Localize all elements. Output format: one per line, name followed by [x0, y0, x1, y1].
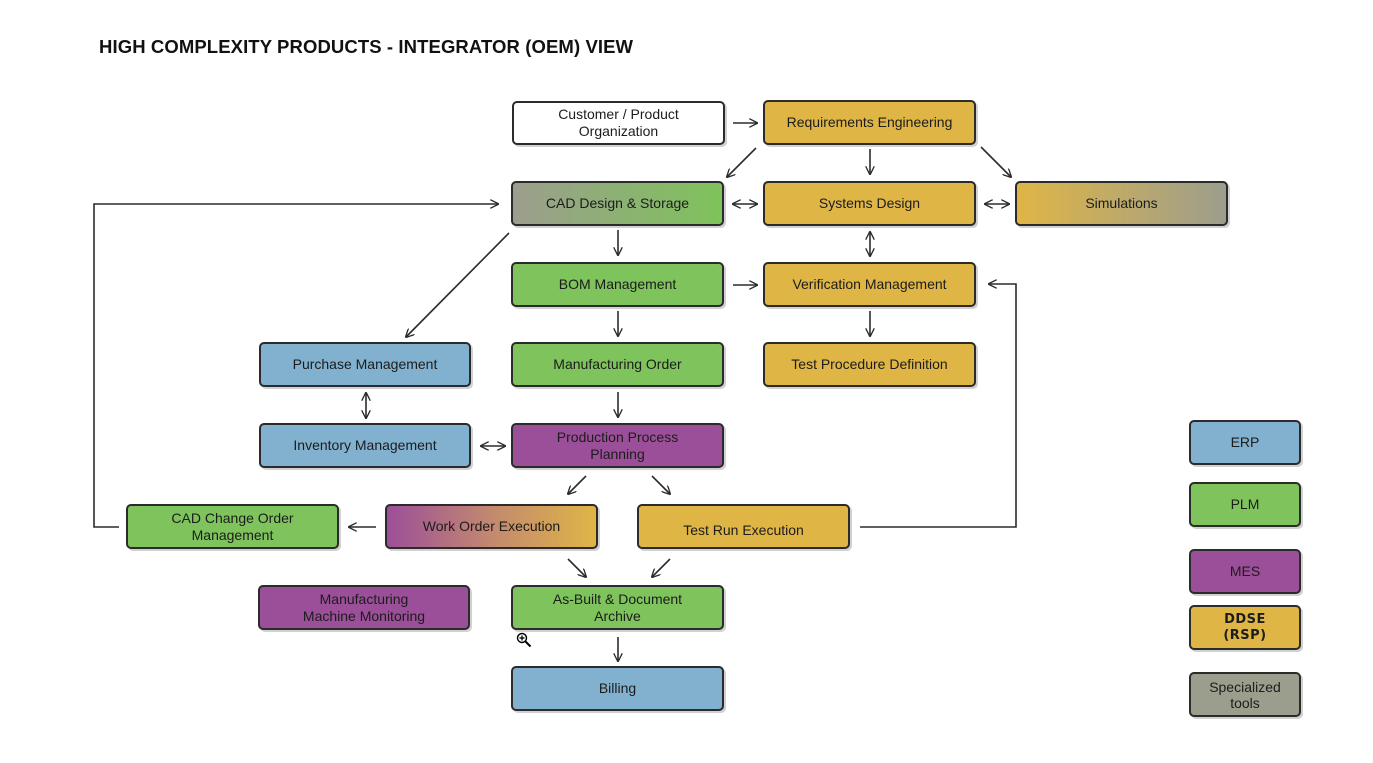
- diagram-title: HIGH COMPLEXITY PRODUCTS - INTEGRATOR (O…: [99, 36, 634, 57]
- edge-ppp-test-run: [651, 475, 670, 494]
- edge-requirements-cad: [727, 147, 757, 177]
- node-as-built-document-archive[interactable]: As-Built & Document Archive: [511, 585, 724, 630]
- node-simulations[interactable]: Simulations: [1015, 181, 1228, 226]
- node-billing[interactable]: Billing: [511, 666, 724, 711]
- edge-test-run-verification: [860, 284, 1017, 528]
- node-systems-design[interactable]: Systems Design: [763, 181, 976, 226]
- node-production-process-planning[interactable]: Production Process Planning: [511, 423, 724, 468]
- edge-cad-purchase: [406, 232, 510, 337]
- node-inventory-management[interactable]: Inventory Management: [259, 423, 471, 468]
- node-cad-design-storage[interactable]: CAD Design & Storage: [511, 181, 724, 226]
- node-requirements-engineering[interactable]: Requirements Engineering: [763, 100, 976, 145]
- node-test-procedure-definition[interactable]: Test Procedure Definition: [763, 342, 976, 387]
- node-purchase-management[interactable]: Purchase Management: [259, 342, 471, 387]
- legend-item-mes: MES: [1189, 549, 1301, 594]
- node-manufacturing-order[interactable]: Manufacturing Order: [511, 342, 724, 387]
- node-cad-change-order-management[interactable]: CAD Change Order Management: [126, 504, 339, 549]
- legend-item-specialized-tools: Specialized tools: [1189, 672, 1301, 717]
- node-manufacturing-machine-monitoring[interactable]: Manufacturing Machine Monitoring: [258, 585, 470, 630]
- node-work-order-execution[interactable]: Work Order Execution: [385, 504, 598, 549]
- edge-requirements-simulations: [980, 146, 1011, 177]
- edge-work-order-as-built: [567, 558, 586, 577]
- node-bom-management[interactable]: BOM Management: [511, 262, 724, 307]
- edge-ppp-work-order: [568, 475, 587, 494]
- edge-test-run-as-built: [652, 558, 671, 577]
- legend-item-plm: PLM: [1189, 482, 1301, 527]
- legend-item-erp: ERP: [1189, 420, 1301, 465]
- legend-item-ddse: DDSE (RSP): [1189, 605, 1301, 650]
- node-customer-product-organization[interactable]: Customer / Product Organization: [512, 101, 725, 145]
- node-test-run-execution[interactable]: Test Run Execution: [637, 504, 850, 549]
- edge-cad-change-cad: [93, 204, 498, 528]
- zoom-cursor-icon: [516, 632, 532, 648]
- node-verification-management[interactable]: Verification Management: [763, 262, 976, 307]
